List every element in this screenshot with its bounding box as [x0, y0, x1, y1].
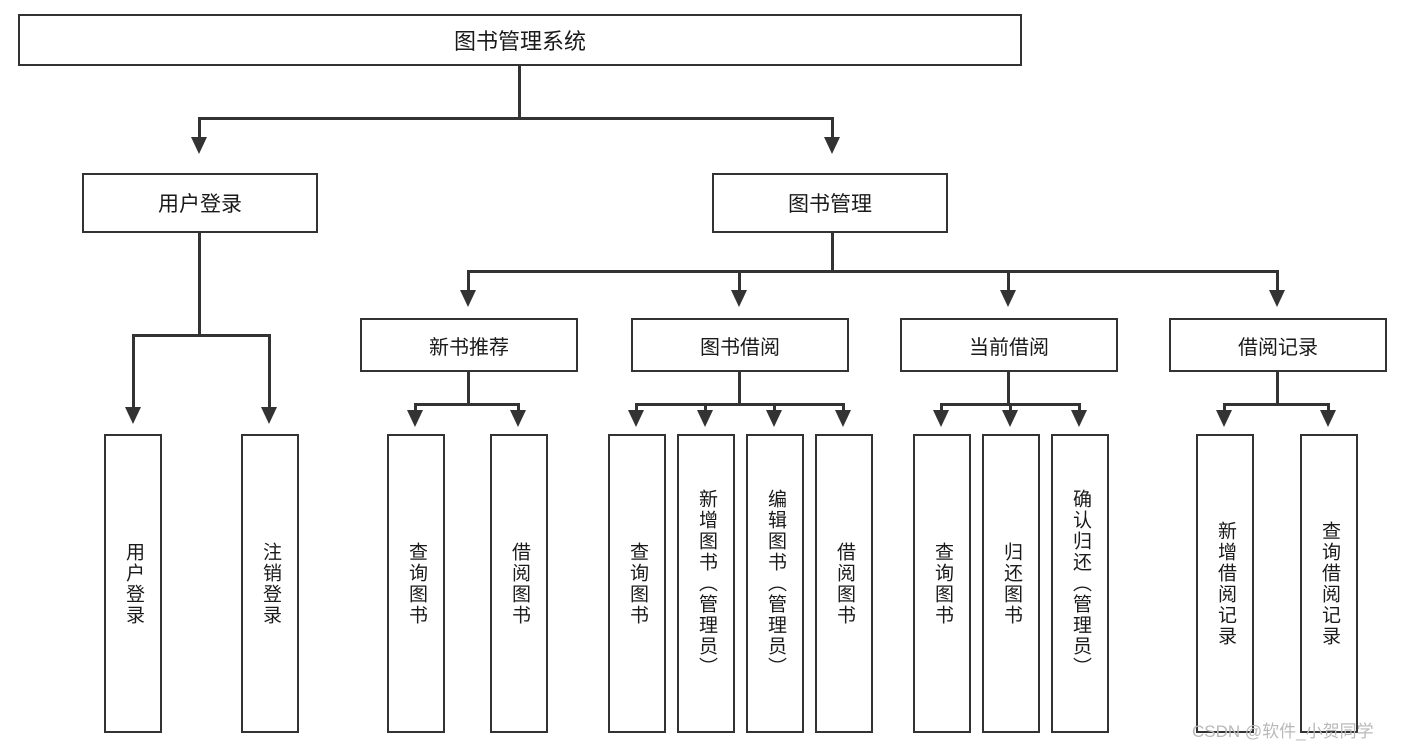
node-label: 查询图书 [405, 541, 427, 626]
connector-root-stem [518, 66, 521, 119]
node-label: 借阅记录 [1238, 336, 1318, 359]
node-label: 借阅图书 [833, 541, 855, 626]
arrow-to-leaf-add-book [697, 410, 713, 427]
node-current-borrow[interactable]: 当前借阅 [900, 318, 1118, 372]
node-user-login[interactable]: 用户登录 [82, 173, 318, 233]
node-book-borrow[interactable]: 图书借阅 [631, 318, 849, 372]
connector-cb-drop-2 [1009, 403, 1012, 412]
connector-bb-drop-2 [704, 403, 707, 412]
connector-user-login-stem [198, 233, 201, 336]
connector-root-to-user-login [198, 117, 201, 139]
node-label: 图书管理系统 [453, 29, 586, 54]
node-label: 查询图书 [626, 541, 648, 626]
node-label: 新增借阅记录 [1214, 520, 1236, 647]
node-label: 注销登录 [259, 541, 281, 626]
node-label: 用户登录 [122, 541, 144, 626]
connector-user-login-drop-1 [132, 334, 135, 409]
connector-bm-drop-4 [1276, 270, 1279, 292]
node-leaf-confirm-return[interactable]: 确认归还（管理员） [1051, 434, 1109, 733]
connector-br-stem [1276, 372, 1279, 405]
arrow-to-leaf-user-login [125, 407, 141, 424]
node-label: 图书借阅 [700, 336, 780, 359]
arrow-root-to-user-login [191, 137, 207, 154]
node-label: 查询借阅记录 [1318, 520, 1340, 647]
arrow-to-leaf-borrow-book-1 [510, 410, 526, 427]
node-leaf-query-book-current[interactable]: 查询图书 [913, 434, 971, 733]
connector-book-management-bus [467, 270, 1279, 273]
connector-root-to-book-management [831, 117, 834, 139]
connector-nbr-drop-1 [414, 403, 417, 412]
node-new-book-recommend[interactable]: 新书推荐 [360, 318, 578, 372]
arrow-to-leaf-query-book-1 [407, 410, 423, 427]
node-root-book-management-system[interactable]: 图书管理系统 [18, 14, 1022, 66]
node-leaf-user-login[interactable]: 用户登录 [104, 434, 162, 733]
connector-bb-drop-4 [842, 403, 845, 412]
connector-bm-drop-1 [467, 270, 470, 292]
arrow-to-borrow-record [1269, 290, 1285, 307]
connector-cb-stem [1007, 372, 1010, 405]
node-leaf-return-book[interactable]: 归还图书 [982, 434, 1040, 733]
connector-br-bus [1223, 403, 1330, 406]
connector-bb-bus [635, 403, 844, 406]
node-leaf-edit-book[interactable]: 编辑图书（管理员） [746, 434, 804, 733]
node-label: 编辑图书（管理员） [764, 489, 786, 678]
arrow-to-book-borrow [731, 290, 747, 307]
arrow-to-new-book-recommend [460, 290, 476, 307]
node-leaf-borrow-book-recommend[interactable]: 借阅图书 [490, 434, 548, 733]
connector-br-drop-1 [1223, 403, 1226, 412]
connector-bm-drop-3 [1007, 270, 1010, 292]
arrow-to-leaf-query-book-2 [628, 410, 644, 427]
node-leaf-add-book[interactable]: 新增图书（管理员） [677, 434, 735, 733]
arrow-to-leaf-confirm-return [1071, 410, 1087, 427]
connector-bb-drop-1 [635, 403, 638, 412]
node-label: 用户登录 [158, 193, 242, 216]
arrow-to-leaf-user-logout [261, 407, 277, 424]
connector-nbr-stem [467, 372, 470, 405]
connector-cb-drop-3 [1078, 403, 1081, 412]
connector-bb-drop-3 [773, 403, 776, 412]
node-label: 图书管理 [788, 193, 872, 216]
node-leaf-add-borrow-record[interactable]: 新增借阅记录 [1196, 434, 1254, 733]
arrow-root-to-book-management [824, 137, 840, 154]
node-leaf-query-book-borrow[interactable]: 查询图书 [608, 434, 666, 733]
node-book-management[interactable]: 图书管理 [712, 173, 948, 233]
connector-br-drop-2 [1327, 403, 1330, 412]
node-label: 归还图书 [1000, 541, 1022, 626]
node-leaf-borrow-book[interactable]: 借阅图书 [815, 434, 873, 733]
arrow-to-leaf-return-book [1002, 410, 1018, 427]
arrow-to-leaf-query-record [1320, 410, 1336, 427]
node-label: 确认归还（管理员） [1069, 489, 1091, 678]
connector-nbr-drop-2 [517, 403, 520, 412]
node-leaf-query-borrow-record[interactable]: 查询借阅记录 [1300, 434, 1358, 733]
node-label: 当前借阅 [969, 336, 1049, 359]
connector-bm-drop-2 [738, 270, 741, 292]
connector-root-bus [198, 117, 834, 120]
arrow-to-leaf-edit-book [766, 410, 782, 427]
node-borrow-record[interactable]: 借阅记录 [1169, 318, 1387, 372]
arrow-to-current-borrow [1000, 290, 1016, 307]
node-label: 新增图书（管理员） [695, 489, 717, 678]
arrow-to-leaf-add-record [1216, 410, 1232, 427]
node-leaf-query-book-recommend[interactable]: 查询图书 [387, 434, 445, 733]
connector-nbr-bus [414, 403, 520, 406]
connector-book-management-stem [831, 233, 834, 272]
node-label: 新书推荐 [429, 336, 509, 359]
connector-user-login-bus [132, 334, 270, 337]
connector-cb-drop-1 [940, 403, 943, 412]
node-leaf-user-logout[interactable]: 注销登录 [241, 434, 299, 733]
node-label: 查询图书 [931, 541, 953, 626]
node-label: 借阅图书 [508, 541, 530, 626]
connector-bb-stem [738, 372, 741, 405]
arrow-to-leaf-query-book-3 [933, 410, 949, 427]
arrow-to-leaf-borrow-book-2 [835, 410, 851, 427]
connector-user-login-drop-2 [268, 334, 271, 409]
